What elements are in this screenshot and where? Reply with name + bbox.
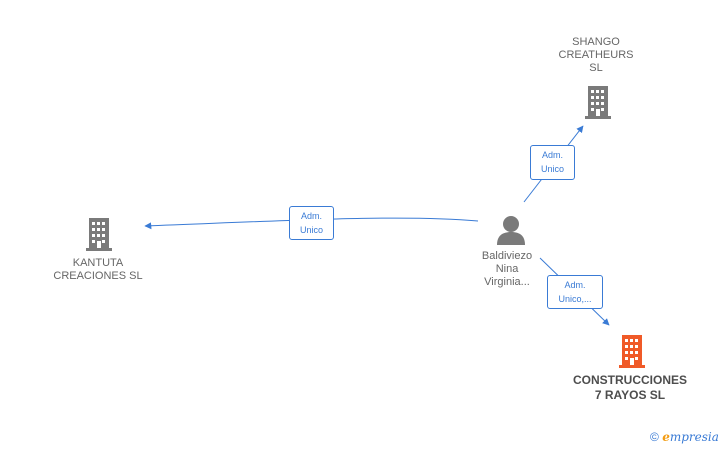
node-label-construcciones[interactable]: CONSTRUCCIONES 7 RAYOS SL <box>572 373 687 402</box>
node-label-kantuta[interactable]: KANTUTA CREACIONES SL <box>53 257 143 282</box>
edge-label-to-construcciones[interactable]: Adm. Unico,... <box>547 275 603 309</box>
node-label-person[interactable]: Baldiviezo Nina Virginia... <box>481 250 533 288</box>
copyright-symbol: © <box>650 430 659 444</box>
node-label-shango[interactable]: SHANGO CREATHEURS SL <box>558 36 634 74</box>
empresia-logo: © empresia <box>650 430 719 444</box>
edge-label-to-shango[interactable]: Adm. Unico <box>530 145 575 180</box>
edge-label-to-kantuta[interactable]: Adm. Unico <box>289 206 334 240</box>
brand-rest: mpresia <box>669 430 719 444</box>
brand-e: e <box>662 430 670 444</box>
person-icon[interactable] <box>497 216 525 245</box>
building-icon[interactable] <box>585 86 611 119</box>
building-icon[interactable] <box>86 218 112 251</box>
building-icon[interactable] <box>619 335 645 368</box>
